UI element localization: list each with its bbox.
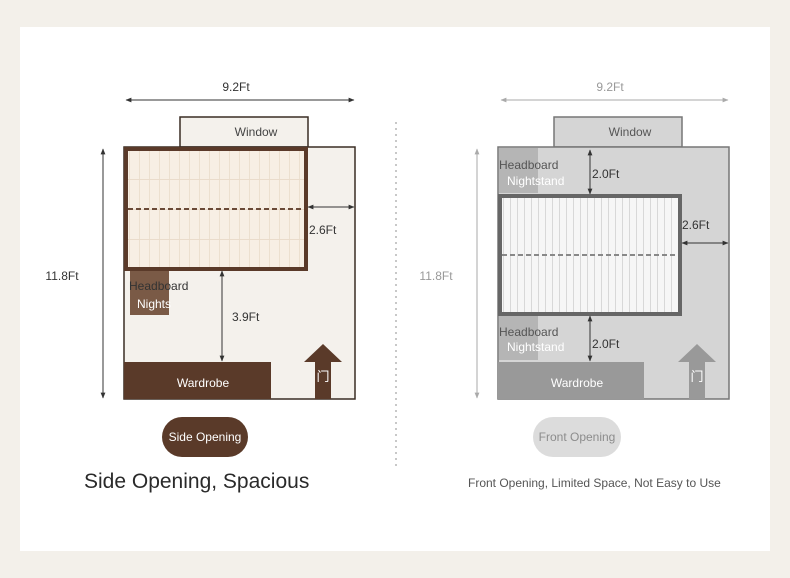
right-window-label: Window — [609, 125, 652, 139]
right-top-gap-label: 2.0Ft — [592, 167, 620, 181]
left-nightstand — [130, 271, 169, 315]
left-door-label: 门 — [316, 369, 329, 384]
right-width-label: 9.2Ft — [596, 80, 624, 94]
left-wardrobe — [124, 362, 271, 399]
right-window — [553, 116, 683, 148]
left-height-label: 11.8Ft — [45, 269, 79, 283]
right-side-gap-label: 2.6Ft — [682, 218, 710, 232]
side-opening-pill: Side Opening — [162, 417, 248, 457]
right-bottom-headboard-label: Headboard — [499, 325, 558, 339]
right-caption: Front Opening, Limited Space, Not Easy t… — [468, 476, 721, 490]
left-door-arrow-icon — [304, 344, 342, 399]
right-wardrobe-label: Wardrobe — [551, 376, 604, 390]
left-window-label: Window — [235, 125, 278, 139]
right-bottom-gap-label: 2.0Ft — [592, 337, 620, 351]
left-side-gap-label: 2.6Ft — [309, 223, 337, 237]
right-wardrobe — [498, 362, 644, 399]
left-front-gap-label: 3.9Ft — [232, 310, 260, 324]
right-bottom-nightstand — [499, 316, 538, 360]
right-top-nightstand-label: Nightstand — [507, 174, 564, 188]
left-floor-plan: 9.2Ft 11.8Ft Window Headboard Nights 2.6… — [45, 80, 356, 400]
left-headboard-label: Headboard — [129, 279, 188, 293]
left-width-label: 9.2Ft — [222, 80, 250, 94]
left-caption: Side Opening, Spacious — [84, 470, 310, 493]
right-door-arrow-icon — [678, 344, 716, 399]
left-wardrobe-label: Wardrobe — [177, 376, 230, 390]
left-nightstand-label: Nights — [137, 297, 171, 311]
right-top-nightstand — [499, 148, 538, 193]
right-bottom-nightstand-label: Nightstand — [507, 340, 564, 354]
right-floor-plan: 9.2Ft 11.8Ft Window Headboard Nightstand… — [419, 80, 730, 400]
front-opening-pill: Front Opening — [533, 417, 621, 457]
right-top-headboard-label: Headboard — [499, 158, 558, 172]
right-height-label: 11.8Ft — [419, 269, 453, 283]
right-door-label: 门 — [690, 369, 703, 384]
